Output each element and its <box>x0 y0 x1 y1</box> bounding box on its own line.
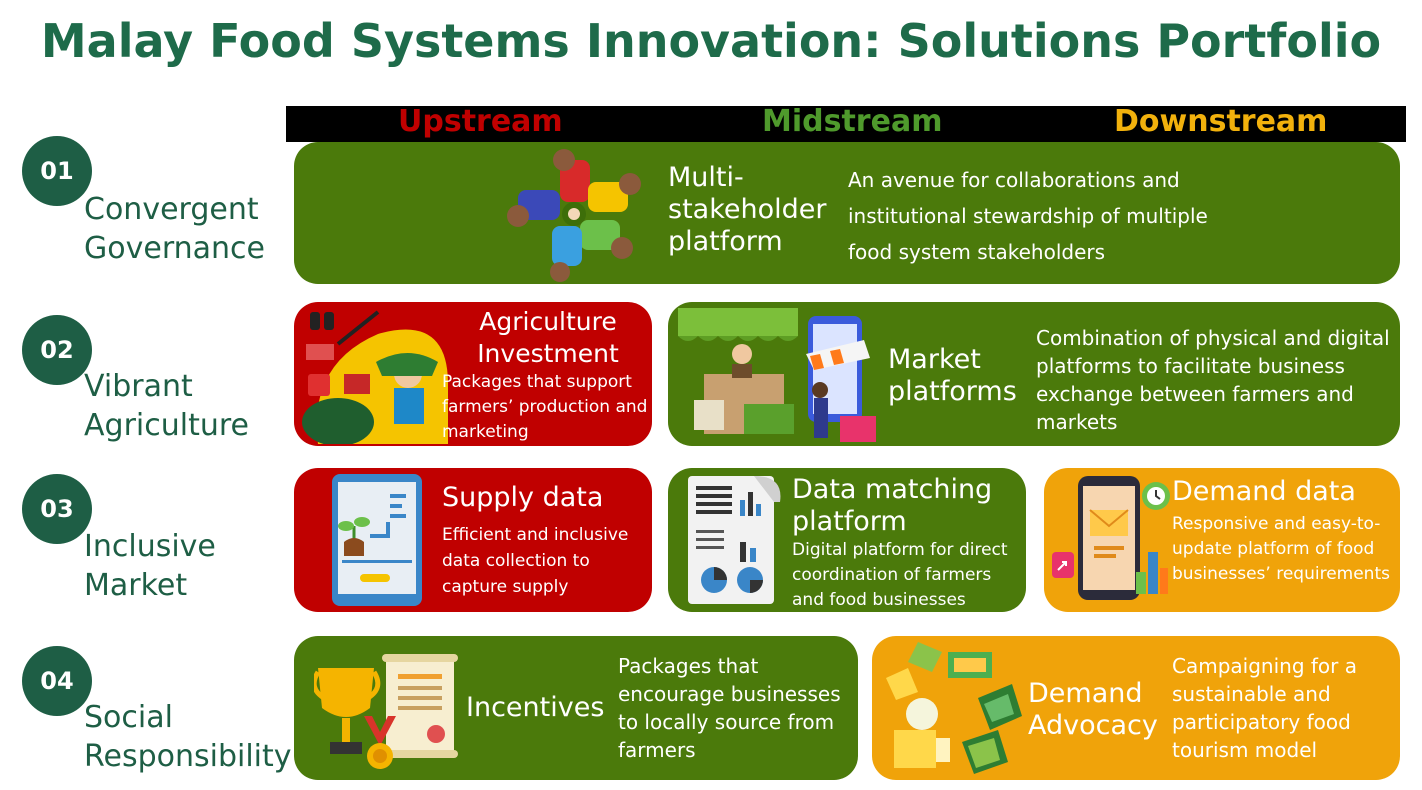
market-desc-line: exchange between farmers and <box>1036 382 1354 406</box>
advocacy-desc-line: Campaigning for a <box>1172 654 1357 678</box>
card-multi-stakeholder-platform: Multi- stakeholder platform An avenue fo… <box>294 142 1400 284</box>
demand-description: Responsive and easy-to- update platform … <box>1172 512 1390 587</box>
farmer-tools-icon <box>302 310 448 444</box>
demand-desc-line: update platform of food <box>1172 539 1375 559</box>
multi-desc-line: food system stakeholders <box>848 240 1106 264</box>
demand-desc-line: businesses’ requirements <box>1172 564 1390 584</box>
row-label-social-responsibility: Social Responsibility <box>84 698 292 776</box>
row-label-line: Inclusive <box>84 529 216 564</box>
card-market-platforms: Market platforms Combination of physical… <box>668 302 1400 446</box>
market-desc-line: platforms to facilitate business <box>1036 354 1345 378</box>
matching-title-line: platform <box>792 506 907 537</box>
market-desc-line: Combination of physical and digital <box>1036 326 1390 350</box>
advocacy-description: Campaigning for a sustainable and partic… <box>1172 652 1357 764</box>
supply-desc-line: Efficient and inclusive <box>442 525 629 545</box>
page-title: Malay Food Systems Innovation: Solutions… <box>40 14 1382 68</box>
multi-title-line: platform <box>668 226 783 257</box>
matching-title: Data matching platform <box>792 474 992 538</box>
market-description: Combination of physical and digital plat… <box>1036 324 1390 436</box>
row-label-vibrant-agriculture: Vibrant Agriculture <box>84 367 249 445</box>
card-agriculture-investment: Agriculture Investment Packages that sup… <box>294 302 652 446</box>
incentives-desc-line: encourage businesses <box>618 682 841 706</box>
upstream-label: Upstream <box>398 104 563 139</box>
advocacy-desc-line: tourism model <box>1172 738 1318 762</box>
advocacy-title-line: Demand <box>1028 678 1143 709</box>
trophy-certificate-icon <box>314 654 458 769</box>
report-charts-icon <box>688 476 781 604</box>
multi-desc-line: An avenue for collaborations and <box>848 168 1180 192</box>
incentives-desc-line: to locally source from <box>618 710 835 734</box>
agri-desc-line: farmers’ production and <box>442 397 648 417</box>
card-supply-data: Supply data Efficient and inclusive data… <box>294 468 652 612</box>
agri-title-line: Agriculture <box>479 307 617 336</box>
supply-desc-line: capture supply <box>442 577 569 597</box>
incentives-description: Packages that encourage businesses to lo… <box>618 652 841 764</box>
phone-seedling-icon <box>332 474 422 606</box>
agri-desc-line: marketing <box>442 422 529 442</box>
matching-desc-line: Digital platform for direct <box>792 540 1008 560</box>
row-label-line: Market <box>84 568 188 603</box>
row-number-03: 03 <box>22 474 92 544</box>
row-number-02: 02 <box>22 315 92 385</box>
incentives-desc-line: Packages that <box>618 654 759 678</box>
row-label-line: Social <box>84 700 173 735</box>
incentives-desc-line: farmers <box>618 738 696 762</box>
advocacy-desc-line: sustainable and <box>1172 682 1331 706</box>
row-label-line: Governance <box>84 231 265 266</box>
agri-title: Agriculture Investment <box>294 306 652 370</box>
multi-description: An avenue for collaborations and institu… <box>848 162 1208 270</box>
row-label-inclusive-market: Inclusive Market <box>84 527 216 605</box>
market-title-line: platforms <box>888 376 1017 407</box>
agri-description: Packages that support farmers’ productio… <box>442 370 647 445</box>
downstream-label: Downstream <box>1114 104 1328 139</box>
demand-desc-line: Responsive and easy-to- <box>1172 514 1381 534</box>
matching-description: Digital platform for direct coordination… <box>792 538 1008 612</box>
people-circle-icon <box>507 149 641 282</box>
market-desc-line: markets <box>1036 410 1118 434</box>
stream-header-bar: Upstream Midstream Downstream <box>286 106 1406 142</box>
matching-title-line: Data matching <box>792 474 993 505</box>
agri-title-line: Investment <box>477 339 619 368</box>
row-label-line: Responsibility <box>84 739 292 774</box>
matching-desc-line: coordination of farmers <box>792 565 992 585</box>
multi-title-line: stakeholder <box>668 194 827 225</box>
multi-desc-line: institutional stewardship of multiple <box>848 204 1208 228</box>
supply-description: Efficient and inclusive data collection … <box>442 522 628 600</box>
card-incentives: Incentives Packages that encourage busin… <box>294 636 858 780</box>
card-demand-advocacy: Demand Advocacy Campaigning for a sustai… <box>872 636 1400 780</box>
market-title-line: Market <box>888 344 981 375</box>
market-stall-phone-icon <box>678 308 876 442</box>
row-label-convergent-governance: Convergent Governance <box>84 190 265 268</box>
advocacy-title: Demand Advocacy <box>1028 678 1158 742</box>
row-label-line: Agriculture <box>84 408 249 443</box>
incentives-title: Incentives <box>466 692 605 723</box>
phone-mail-icon <box>1052 476 1170 600</box>
supply-title: Supply data <box>442 482 604 513</box>
row-number-01: 01 <box>22 136 92 206</box>
agri-desc-line: Packages that support <box>442 372 632 392</box>
multi-title: Multi- stakeholder platform <box>668 162 826 258</box>
demand-title: Demand data <box>1172 476 1356 507</box>
row-label-line: Vibrant <box>84 369 193 404</box>
food-leaves-icon <box>886 642 1022 774</box>
advocacy-desc-line: participatory food <box>1172 710 1351 734</box>
supply-desc-line: data collection to <box>442 551 590 571</box>
advocacy-title-line: Advocacy <box>1028 710 1158 741</box>
midstream-label: Midstream <box>762 104 943 139</box>
matching-desc-line: and food businesses <box>792 590 966 610</box>
multi-title-line: Multi- <box>668 162 744 193</box>
card-data-matching-platform: Data matching platform Digital platform … <box>668 468 1026 612</box>
row-number-04: 04 <box>22 646 92 716</box>
market-title: Market platforms <box>888 344 1017 408</box>
card-demand-data: Demand data Responsive and easy-to- upda… <box>1044 468 1400 612</box>
row-label-line: Convergent <box>84 192 259 227</box>
